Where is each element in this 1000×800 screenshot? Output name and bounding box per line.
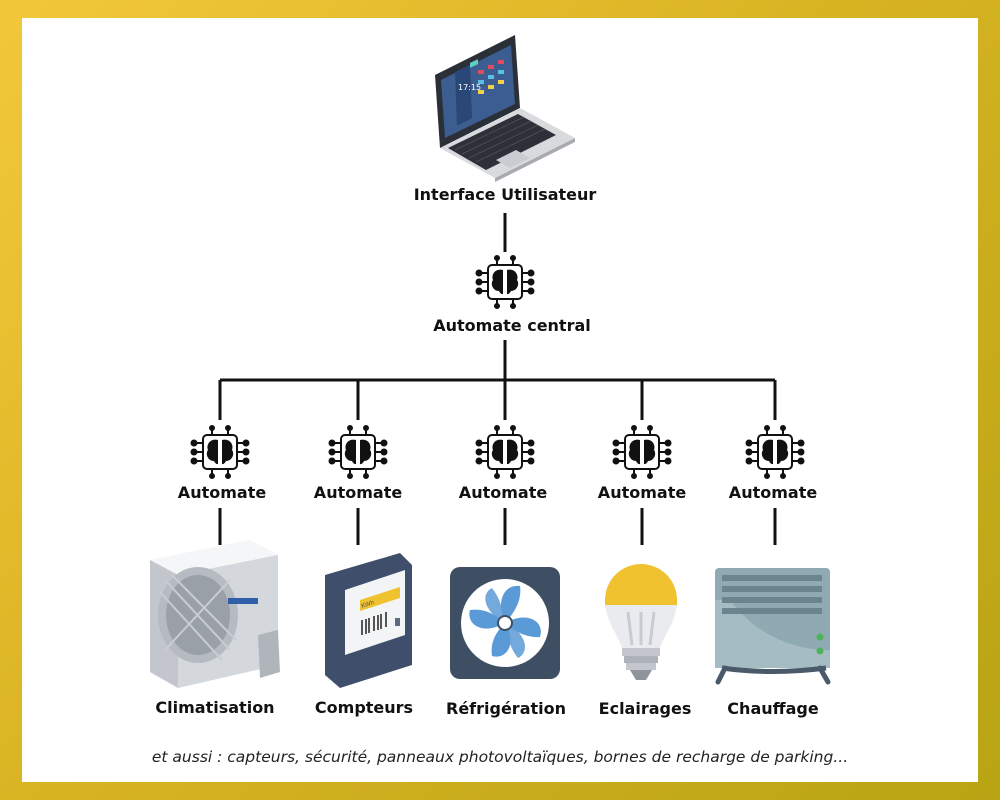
interface-label: Interface Utilisateur <box>413 185 597 204</box>
fan-icon <box>450 567 560 679</box>
footer-note: et aussi : capteurs, sécurité, panneaux … <box>151 748 849 766</box>
laptop-time: 17:15 <box>458 83 481 92</box>
automate-label-2: Automate <box>313 483 403 502</box>
electric-meter-icon: KWh <box>325 553 412 688</box>
meter-reading: KWh <box>360 599 375 610</box>
device-label-chauffage: Chauffage <box>727 699 819 718</box>
automate-icon-4 <box>612 425 672 479</box>
automate-label-4: Automate <box>597 483 687 502</box>
device-label-refrigeration: Réfrigération <box>445 699 567 718</box>
automate-label-1: Automate <box>177 483 267 502</box>
radiator-icon <box>715 568 831 685</box>
central-automate-label: Automate central <box>433 316 591 335</box>
device-label-eclairages: Eclairages <box>598 699 692 718</box>
automate-central-icon <box>475 255 535 309</box>
laptop-icon: 17:15 <box>435 35 575 182</box>
automate-icon-5 <box>745 425 805 479</box>
automate-icon-3 <box>475 425 535 479</box>
automate-icon-1 <box>190 425 250 479</box>
automate-icon-2 <box>328 425 388 479</box>
air-conditioner-icon <box>150 540 280 688</box>
automate-label-3: Automate <box>458 483 548 502</box>
connector-lines <box>218 213 777 545</box>
light-bulb-icon <box>605 564 677 680</box>
automate-label-5: Automate <box>728 483 818 502</box>
device-label-compteurs: Compteurs <box>314 698 414 717</box>
device-label-climatisation: Climatisation <box>155 698 275 717</box>
